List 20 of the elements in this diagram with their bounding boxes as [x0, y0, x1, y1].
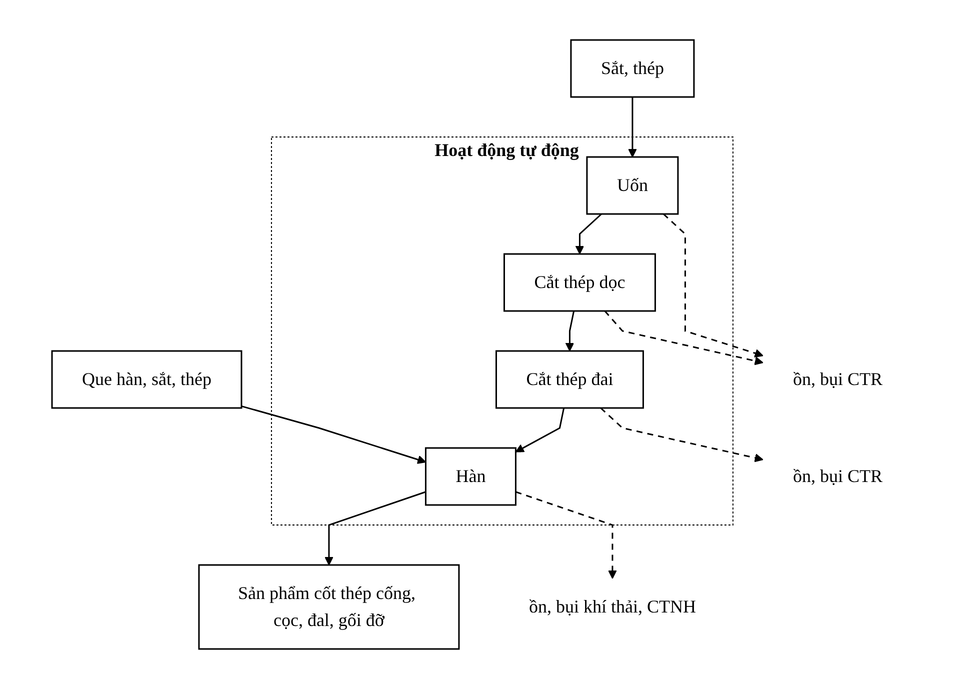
node-box: Uốn: [586, 156, 678, 214]
node-text: ồn, bụi khí thải, CTNH: [528, 596, 696, 616]
arrow: [241, 404, 426, 464]
arrow: [515, 407, 564, 452]
node-box: Que hàn, sắt, thép: [51, 350, 242, 408]
node-box: Cắt thép dọc: [503, 252, 656, 312]
node-box: Cắt thép đai: [495, 350, 644, 408]
node-box: Sản phẩm cốt thép cống, cọc, đal, gối đỡ: [198, 564, 460, 650]
node-text: ồn, bụi CTR: [792, 368, 882, 388]
node-text: ồn, bụi CTR: [792, 465, 882, 486]
node-box: Hàn: [424, 446, 516, 506]
arrow: [604, 310, 764, 365]
node-box: Sắt, thép: [570, 38, 694, 98]
arrow: [565, 310, 574, 351]
arrow: [628, 96, 637, 157]
arrow: [662, 212, 764, 357]
arrow: [575, 212, 602, 254]
arrow: [600, 406, 764, 462]
arrow: [515, 490, 617, 578]
arrow: [324, 490, 426, 565]
